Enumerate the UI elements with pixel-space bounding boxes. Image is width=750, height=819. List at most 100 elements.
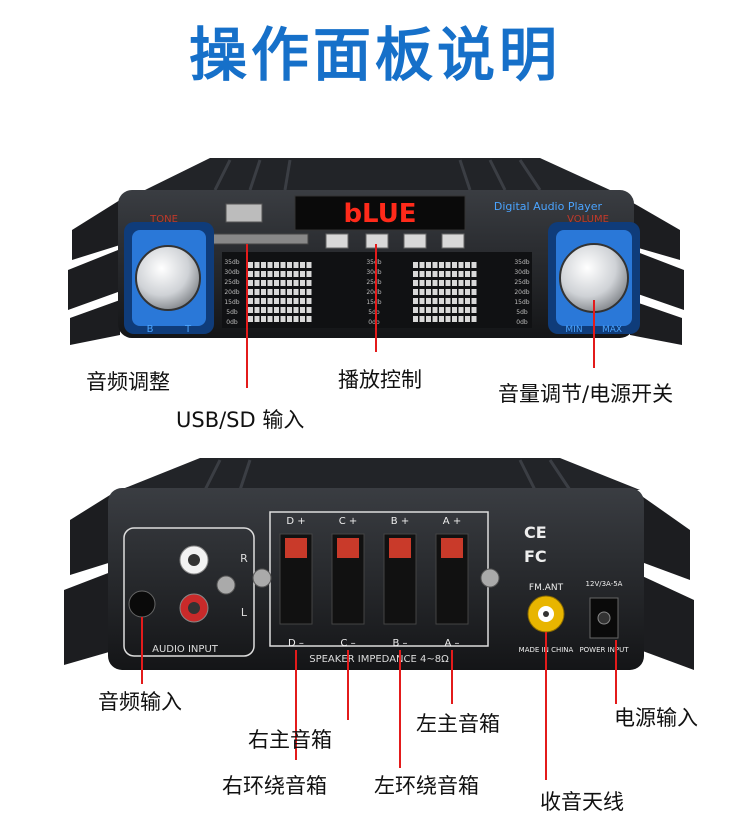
eq-scale-label: 0db: [516, 319, 528, 326]
eq-led-segment: [471, 298, 477, 304]
eq-scale-label: 5db: [516, 309, 528, 316]
eq-led-segment: [439, 262, 444, 268]
eq-led-segment: [458, 307, 464, 313]
eq-led-segment: [445, 316, 451, 322]
impedance-label: SPEAKER IMPEDANCE 4~8Ω: [309, 654, 449, 665]
eq-scale-label: 30db: [224, 269, 239, 276]
eq-scale-label: 0db: [226, 319, 238, 326]
eq-led-segment: [293, 298, 299, 304]
eq-led-segment: [293, 271, 299, 277]
eq-led-segment: [432, 280, 438, 286]
eq-led-segment: [419, 298, 425, 304]
brand-text: Digital Audio Player: [494, 200, 603, 213]
eq-led-segment: [419, 280, 425, 286]
eq-led-segment: [445, 307, 451, 313]
eq-led-segment: [293, 307, 299, 313]
eq-led-segment: [274, 289, 279, 295]
eq-led-segment: [432, 262, 438, 268]
rear-heatsink-fins: [64, 490, 694, 670]
eq-led-segment: [426, 289, 431, 295]
eq-led-segment: [306, 262, 312, 268]
tone-knob: [135, 245, 201, 311]
usb-port: [225, 203, 263, 223]
eq-led-segment: [471, 307, 477, 313]
eq-led-segment: [419, 289, 425, 295]
eq-led-segment: [287, 262, 292, 268]
speaker-terminals: [279, 533, 469, 625]
callout-audio-input: 音频输入: [98, 690, 182, 714]
svg-text:A –: A –: [444, 638, 459, 649]
audio-input-box: [123, 527, 255, 657]
eq-scale-label: 20db: [514, 289, 529, 296]
terminal-labels-bottom: D – C – B – A –: [288, 638, 459, 649]
eq-scale-label: 20db: [366, 289, 381, 296]
eq-led-segment: [248, 298, 253, 304]
eq-led-segment: [419, 316, 425, 322]
led-display: [294, 195, 466, 231]
eq-led-segment: [280, 316, 286, 322]
eq-led-segment: [306, 307, 312, 313]
eq-led-segment: [267, 262, 273, 268]
fc-mark: FC: [524, 547, 547, 566]
eq-led-segment: [419, 307, 425, 313]
eq-led-segment: [287, 280, 292, 286]
eq-led-segment: [280, 298, 286, 304]
front-top-fins: [145, 158, 610, 190]
eq-led-segment: [287, 298, 292, 304]
treble-label: T: [184, 324, 192, 335]
eq-led-segment: [300, 262, 305, 268]
front-heatsink-fins: [68, 200, 684, 345]
svg-text:C +: C +: [339, 516, 358, 527]
eq-led-segment: [248, 271, 253, 277]
eq-led-segment: [261, 271, 266, 277]
eq-led-segment: [267, 307, 273, 313]
eq-led-segment: [300, 316, 305, 322]
playback-buttons: [325, 233, 465, 249]
aux-jack: [128, 590, 156, 618]
eq-led-segment: [274, 271, 279, 277]
eq-led-segment: [274, 262, 279, 268]
callout-volume-power: 音量调节/电源开关: [498, 382, 674, 406]
eq-led-segment: [280, 262, 286, 268]
eq-scale-label: 35db: [514, 259, 529, 266]
eq-led-segment: [287, 316, 292, 322]
eq-led-segment: [426, 298, 431, 304]
eq-led-segment: [306, 280, 312, 286]
eq-led-segment: [452, 271, 457, 277]
eq-led-segment: [306, 289, 312, 295]
eq-led-segment: [300, 271, 305, 277]
callout-right-surround: 右环绕音箱: [222, 774, 327, 798]
eq-led-segment: [426, 280, 431, 286]
eq-led-segment: [254, 316, 260, 322]
eq-scale-label: 35db: [366, 259, 381, 266]
eq-led-segment: [293, 262, 299, 268]
eq-led-segment: [439, 316, 444, 322]
eq-led-segment: [413, 298, 418, 304]
eq-scale-label: 15db: [514, 299, 529, 306]
eq-scale-label: 5db: [226, 309, 238, 316]
eq-led-segment: [287, 307, 292, 313]
rear-panel-body: [108, 488, 644, 670]
eq-led-segment: [280, 280, 286, 286]
eq-led-segment: [439, 307, 444, 313]
eq-led-segment: [293, 289, 299, 295]
eq-led-segment: [306, 298, 312, 304]
eq-led-segment: [452, 307, 457, 313]
eq-led-segment: [287, 271, 292, 277]
eq-scale-label: 35db: [224, 259, 239, 266]
eq-led-segment: [248, 307, 253, 313]
eq-led-segment: [465, 280, 470, 286]
ce-mark: CE: [524, 523, 547, 542]
eq-led-segment: [432, 316, 438, 322]
eq-scale-label: 25db: [224, 279, 239, 286]
eq-led-segment: [261, 280, 266, 286]
eq-led-segment: [254, 298, 260, 304]
max-label: MAX: [602, 325, 622, 335]
eq-led-segment: [471, 262, 477, 268]
eq-led-segment: [439, 280, 444, 286]
callout-left-main: 左主音箱: [416, 712, 500, 736]
svg-text:B –: B –: [392, 638, 407, 649]
power-rating-label: 12V/3A-5A: [586, 580, 623, 588]
eq-scale-label: 15db: [224, 299, 239, 306]
